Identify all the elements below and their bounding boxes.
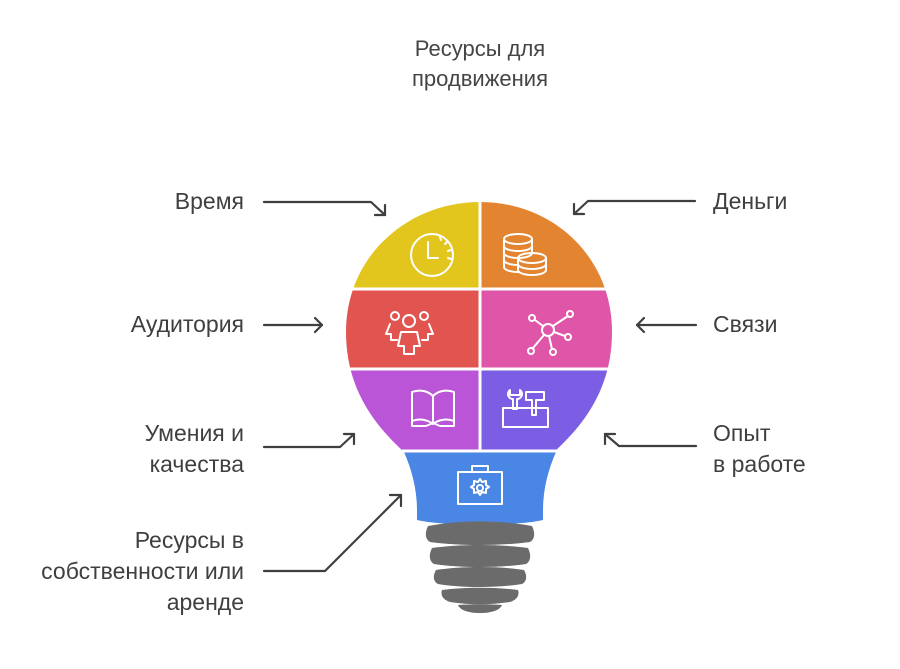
network-hub-icon [527,310,574,356]
bulb-screw-base [425,521,535,613]
segment-owned-resources [404,452,556,525]
label-owned-resources-line-3: аренде [166,589,244,615]
arrows [262,199,698,573]
label-time: Время [174,188,244,214]
arrow-connections [635,316,698,334]
people-group-icon [385,311,434,355]
label-owned-resources: Ресурсы в собственности или аренде [41,525,244,618]
coins-icon [503,233,547,276]
segment-connections [480,289,612,369]
clock-icon [410,233,454,277]
label-skills-line-2: качества [149,451,244,477]
arrow-owned-resources [262,493,403,573]
title-line-2: продвижения [411,66,549,91]
briefcase-gear-icon [457,465,503,505]
label-skills-line-1: Умения и [144,420,244,446]
label-money: Деньги [713,188,788,214]
arrow-experience [603,432,698,448]
segment-audience [346,289,480,369]
title-line-1: Ресурсы для [414,36,546,61]
label-skills: Умения и качества [145,418,244,480]
label-experience-line-2: в работе [713,451,806,477]
diagram-title: Ресурсы для продвижения [330,34,630,94]
open-book-icon [411,389,455,427]
segment-money [480,202,612,289]
label-owned-resources-line-1: Ресурсы в [134,527,244,553]
label-experience: Опыт в работе [713,418,806,480]
label-connections: Связи [713,311,778,337]
label-audience: Аудитория [130,311,244,337]
label-owned-resources-line-2: собственности или [41,558,244,584]
arrow-time [262,200,387,217]
segment-experience [480,369,612,452]
segment-time [346,202,480,289]
arrow-money [572,199,697,216]
label-experience-line-1: Опыт [713,420,771,446]
toolbox-icon [502,389,549,428]
segment-skills [346,369,480,452]
arrow-skills [262,432,356,449]
arrow-audience [262,316,324,334]
